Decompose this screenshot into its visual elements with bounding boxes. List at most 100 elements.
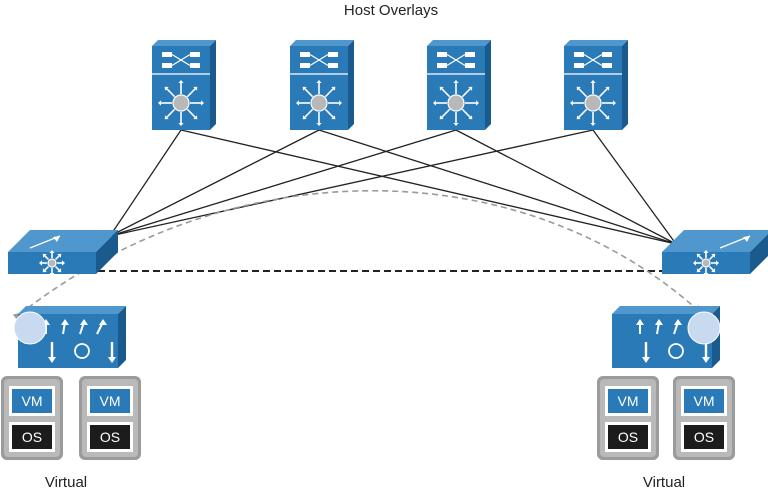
port-block [300,52,310,57]
leaf-side-face [750,234,768,274]
hub-arrowhead [716,260,719,266]
os-chip [90,425,130,449]
hub-core [172,94,190,112]
spine-hub-icon [570,80,616,126]
vswitch-top-face [612,306,720,314]
leaf-switch-group [8,230,768,276]
port-block [602,63,612,68]
hub-arrowhead [57,253,62,258]
port-block [574,52,584,57]
hub-arrow [166,108,176,118]
hub-arrowhead [468,115,473,120]
hub-arrowhead [193,115,198,120]
hub-arrowhead [605,86,610,91]
link-spine-3-to-leaf-right [455,129,677,245]
port-block [300,63,310,68]
port-block [465,52,475,57]
hub-arrowhead [605,115,610,120]
hub-arrowhead [42,253,47,258]
spine-switch-2 [290,40,354,130]
spine-switch-1 [152,40,216,130]
port-block [574,63,584,68]
vswitch-up-arrowhead [655,319,663,325]
hub-arrow [324,88,334,98]
hub-core [584,94,602,112]
vm-chip [12,389,52,413]
hub-arrow [44,255,50,261]
spine-side-face [348,40,354,130]
link-spine-1-to-leaf-right [180,129,677,245]
hub-arrow [304,88,314,98]
port-block [328,52,338,57]
crossbar-line [583,53,603,67]
hub-arrowhead [49,250,55,253]
link-spine-4-to-leaf-right [592,129,677,245]
leaf-hub-icon [693,250,719,276]
hub-arrow [698,265,704,271]
leaf-side-face [96,230,118,274]
spine-switch-3 [427,40,491,130]
hub-arrow [186,88,196,98]
hub-arrowhead [201,100,204,106]
hub-arrowhead [62,260,65,266]
hub-arrowhead [576,86,581,91]
os-label: OS [694,429,714,445]
spine-top-face [290,40,354,46]
leaf-switch-right [662,230,768,276]
hub-arrowhead [439,115,444,120]
hub-arrow [324,108,334,118]
hub-arrow [441,108,451,118]
vm-label: VM [694,393,715,409]
hub-arrowhead [39,260,42,266]
hub-arrowhead [703,250,709,253]
port-block [328,63,338,68]
hub-arrowhead [696,268,701,273]
vm-label: VM [618,393,639,409]
overlay-endpoint-icon [13,311,47,345]
port-block [190,63,200,68]
spine-switch-group [152,40,628,130]
virtual-switch-group [13,306,721,368]
spine-top-face [152,40,216,46]
hub-arrow [44,265,50,271]
vswitch-down-arrowhead [48,357,56,363]
hub-arrowhead [468,86,473,91]
crossbar-line [171,53,191,67]
hub-arrowhead [302,86,307,91]
hub-arrow [598,88,608,98]
vswitch-core-circle [74,343,90,359]
crossbar-line [309,53,329,67]
hub-arrow [578,88,588,98]
link-spine-2-to-leaf-left [109,129,320,237]
spine-side-face [622,40,628,130]
hub-arrowhead [476,100,479,106]
virtual-switch-left [13,306,126,368]
hub-core [447,94,465,112]
hub-arrowhead [711,268,716,273]
hub-arrow [578,108,588,118]
hub-arrow [598,108,608,118]
hub-arrowhead [453,80,459,83]
hub-arrow [54,255,60,261]
hub-arrow [186,108,196,118]
hub-arrowhead [696,253,701,258]
vm-label: VM [100,393,121,409]
hub-arrowhead [316,80,322,83]
hub-arrowhead [316,123,322,126]
hub-arrow [441,88,451,98]
link-spine-1-to-leaf-left [109,129,182,237]
vm-label: VM [22,393,43,409]
spine-side-face [210,40,216,130]
vswitch-up-arrowhead [61,319,69,325]
hub-arrowhead [164,86,169,91]
vm-chip [684,389,724,413]
hub-arrowhead [57,268,62,273]
crossbar-line [446,53,466,67]
hub-arrowhead [49,273,55,276]
diagram-title: Host Overlays [344,2,438,19]
hub-core [47,258,57,268]
leaf-switch-left [8,230,118,276]
